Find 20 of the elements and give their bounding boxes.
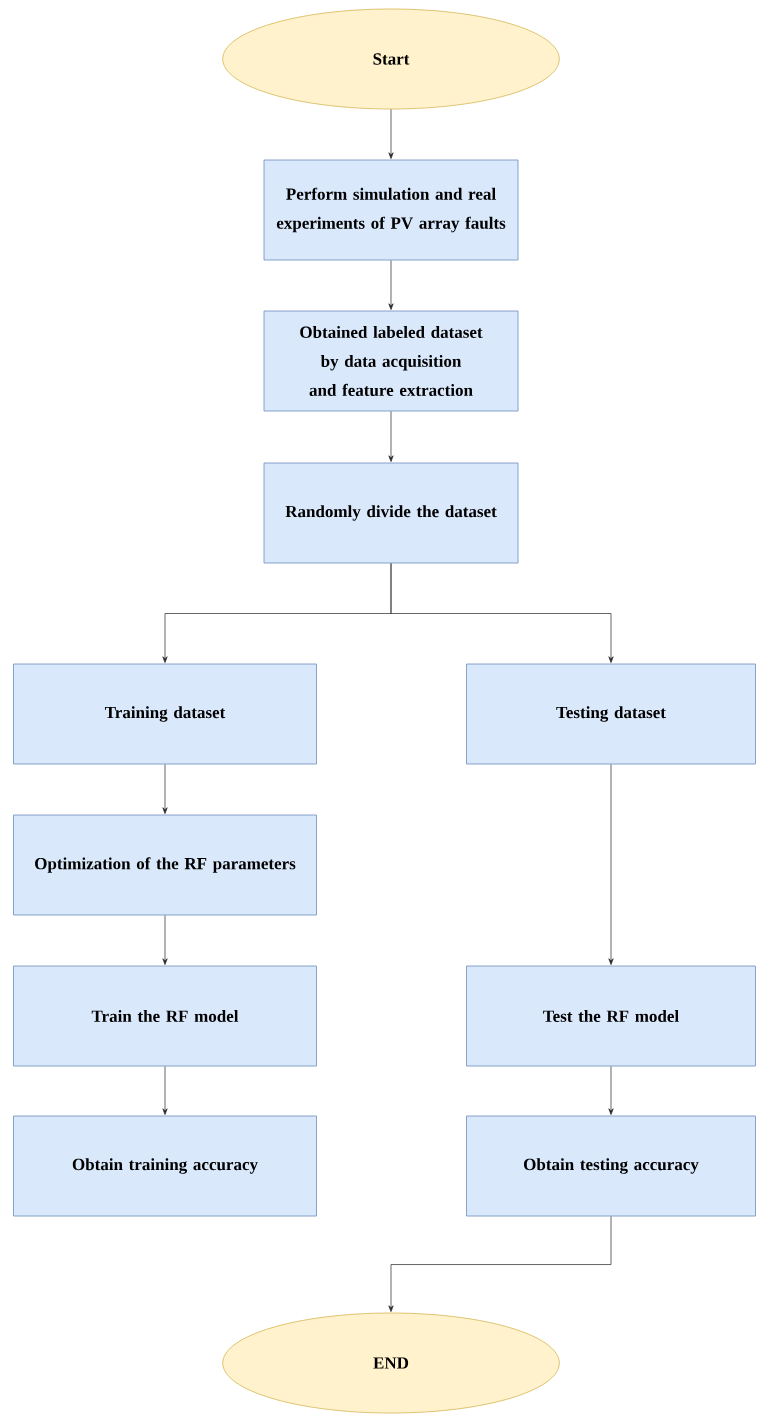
process-box: Testing dataset [466,663,756,765]
process-box: Randomly divide the dataset [263,462,519,564]
process-box: Obtain testing accuracy [466,1115,756,1217]
arrow [388,411,394,462]
arrow [390,563,614,663]
process-box: Test the RF model [466,965,756,1067]
process-box: Optimization of the RF parameters [13,814,317,916]
process-box: Train the RF model [13,965,317,1067]
arrow [162,764,168,814]
process-box: Obtain training accuracy [13,1115,317,1217]
arrow [388,109,394,159]
process-box: Perform simulation and real experiments of PV array faults [263,159,519,261]
arrow [608,1066,614,1115]
arrow [162,1066,168,1115]
arrow [388,1216,612,1312]
arrow [162,915,168,965]
arrow [608,764,614,965]
process-box: Training dataset [13,663,317,765]
arrow [388,260,394,310]
process-box: Obtained labeled dataset by data acquisition and feature extraction [263,310,519,412]
